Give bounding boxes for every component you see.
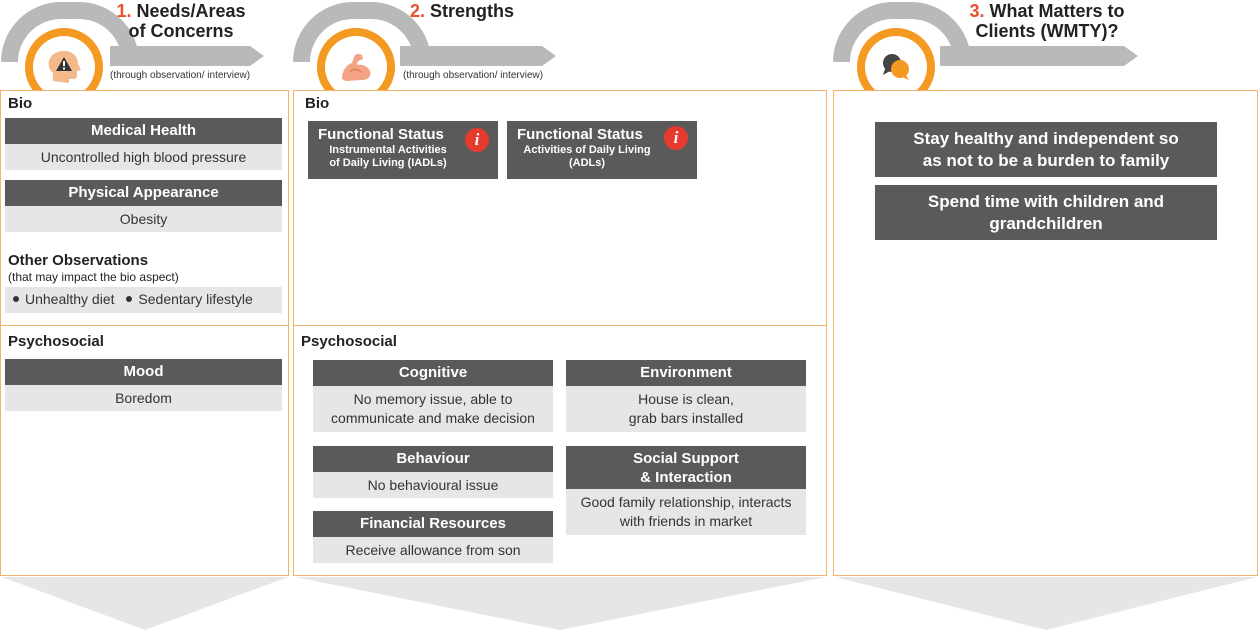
needs-panel bbox=[0, 90, 289, 576]
functional-status-subtitle: Activities of Daily Living(ADLs) bbox=[523, 144, 651, 169]
physical-appearance-value: Obesity bbox=[5, 206, 282, 232]
header-title: 3. What Matters to Clients (WMTY)? bbox=[969, 1, 1125, 41]
functional-status-adl: Functional Status Activities of Daily Li… bbox=[507, 121, 697, 179]
functional-status-iadl: Functional Status Instrumental Activitie… bbox=[308, 121, 498, 179]
list-item: Unhealthy diet bbox=[13, 291, 115, 307]
header-arrow-bar bbox=[940, 46, 1124, 66]
medical-health-value: Uncontrolled high blood pressure bbox=[5, 144, 282, 170]
list-item: Sedentary lifestyle bbox=[126, 291, 253, 307]
functional-status-title: Functional Status bbox=[517, 126, 643, 143]
header-subtitle: (through observation/ interview) bbox=[110, 70, 251, 81]
behaviour-title: Behaviour bbox=[313, 446, 553, 472]
header-title: 2. Strengths bbox=[410, 1, 515, 21]
mood-value: Boredom bbox=[5, 385, 282, 411]
cognitive-title: Cognitive bbox=[313, 360, 553, 386]
psychosocial-label: Psychosocial bbox=[301, 333, 397, 350]
environment-title: Environment bbox=[566, 360, 806, 386]
other-observations-list: Unhealthy diet Sedentary lifestyle bbox=[5, 287, 282, 313]
other-observations-subtitle: (that may impact the bio aspect) bbox=[8, 270, 179, 284]
behaviour-value: No behavioural issue bbox=[313, 472, 553, 498]
chat-bubbles-icon bbox=[883, 54, 909, 80]
financial-resources-value: Receive allowance from son bbox=[313, 537, 553, 563]
physical-appearance-title: Physical Appearance bbox=[5, 180, 282, 206]
info-icon[interactable]: i bbox=[664, 126, 688, 150]
medical-health-title: Medical Health bbox=[5, 118, 282, 144]
bottom-chevron bbox=[2, 577, 288, 630]
bottom-chevron bbox=[835, 577, 1257, 630]
section-divider bbox=[293, 325, 827, 326]
header-arrow-bar bbox=[110, 46, 250, 66]
header-arrow-tip bbox=[250, 46, 264, 66]
header-title: 1. Needs/Areas of Concerns bbox=[116, 1, 246, 41]
social-support-title: Social Support& Interaction bbox=[566, 446, 806, 489]
financial-resources-title: Financial Resources bbox=[313, 511, 553, 537]
header-arrow-tip bbox=[1124, 46, 1138, 66]
environment-value: House is clean,grab bars installed bbox=[566, 386, 806, 432]
head-warning-icon bbox=[48, 51, 81, 83]
bio-label: Bio bbox=[305, 95, 330, 112]
info-icon[interactable]: i bbox=[465, 128, 489, 152]
section-divider bbox=[0, 325, 289, 326]
psychosocial-label: Psychosocial bbox=[8, 333, 104, 350]
header-arrow-tip bbox=[542, 46, 556, 66]
other-observations-title: Other Observations bbox=[8, 252, 149, 269]
bottom-chevron bbox=[295, 577, 826, 630]
mood-title: Mood bbox=[5, 359, 282, 385]
header-arrow-bar bbox=[400, 46, 542, 66]
bio-label: Bio bbox=[8, 95, 33, 112]
header-subtitle: (through observation/ interview) bbox=[403, 70, 544, 81]
flexed-arm-icon bbox=[342, 53, 371, 81]
functional-status-title: Functional Status bbox=[318, 126, 444, 143]
